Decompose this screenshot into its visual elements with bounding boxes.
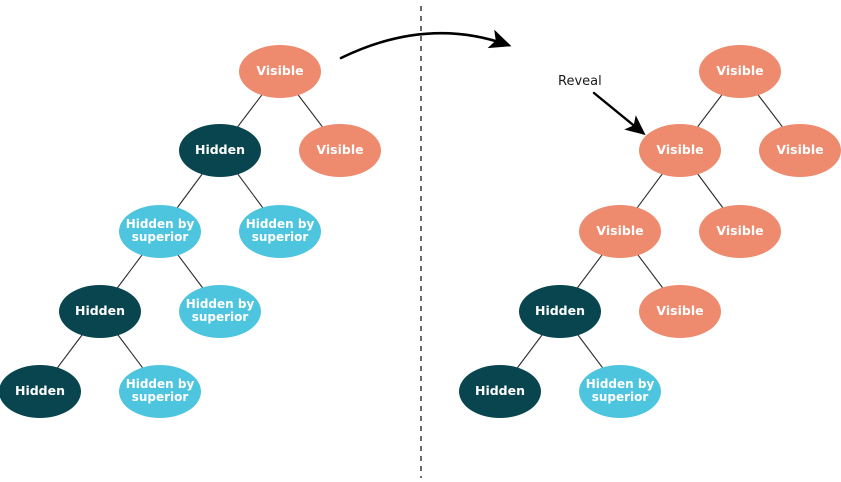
tree-node-visible[interactable]: Visible xyxy=(639,284,721,338)
tree-node-label: Visible xyxy=(776,142,824,157)
tree-node-visible[interactable]: Visible xyxy=(239,44,321,98)
tree-node-hidden[interactable]: Hidden xyxy=(459,364,541,418)
tree-node-visible[interactable]: Visible xyxy=(579,204,661,258)
tree-node-hidden-by-superior[interactable]: Hidden by superior xyxy=(179,284,261,338)
tree-node-label: Visible xyxy=(316,142,364,157)
tree-node-visible[interactable]: Visible xyxy=(299,123,381,177)
tree-node-label: Hidden by superior xyxy=(125,216,195,244)
tree-node-label: Hidden xyxy=(194,142,246,157)
reveal-annotation-label: Reveal xyxy=(558,74,602,89)
tree-node-label: Visible xyxy=(716,223,764,238)
tree-node-hidden[interactable]: Hidden xyxy=(59,284,141,338)
tree-node-label: Hidden xyxy=(74,303,126,318)
tree-node-visible[interactable]: Visible xyxy=(759,123,841,177)
tree-node-label: Visible xyxy=(596,223,644,238)
tree-node-hidden-by-superior[interactable]: Hidden by superior xyxy=(579,364,661,418)
tree-node-hidden-by-superior[interactable]: Hidden by superior xyxy=(119,364,201,418)
reveal-arrow-icon xyxy=(592,91,646,136)
tree-node-label: Visible xyxy=(656,303,704,318)
tree-node-label: Hidden xyxy=(14,383,66,398)
transform-arrow-icon xyxy=(339,29,512,60)
tree-node-visible[interactable]: Visible xyxy=(639,123,721,177)
tree-node-label: Hidden by superior xyxy=(245,216,315,244)
tree-node-label: Hidden xyxy=(474,383,526,398)
tree-node-hidden-by-superior[interactable]: Hidden by superior xyxy=(119,204,201,258)
tree-node-visible[interactable]: Visible xyxy=(699,204,781,258)
tree-node-label: Hidden by superior xyxy=(585,376,655,404)
tree-node-label: Visible xyxy=(716,63,764,78)
tree-node-hidden[interactable]: Hidden xyxy=(0,364,81,418)
tree-node-label: Visible xyxy=(256,63,304,78)
tree-node-label: Visible xyxy=(656,142,704,157)
tree-node-visible[interactable]: Visible xyxy=(699,44,781,98)
tree-node-label: Hidden by superior xyxy=(125,376,195,404)
tree-node-label: Hidden by superior xyxy=(185,296,255,324)
tree-node-hidden[interactable]: Hidden xyxy=(179,123,261,177)
tree-node-hidden-by-superior[interactable]: Hidden by superior xyxy=(239,204,321,258)
tree-node-hidden[interactable]: Hidden xyxy=(519,284,601,338)
tree-node-label: Hidden xyxy=(534,303,586,318)
